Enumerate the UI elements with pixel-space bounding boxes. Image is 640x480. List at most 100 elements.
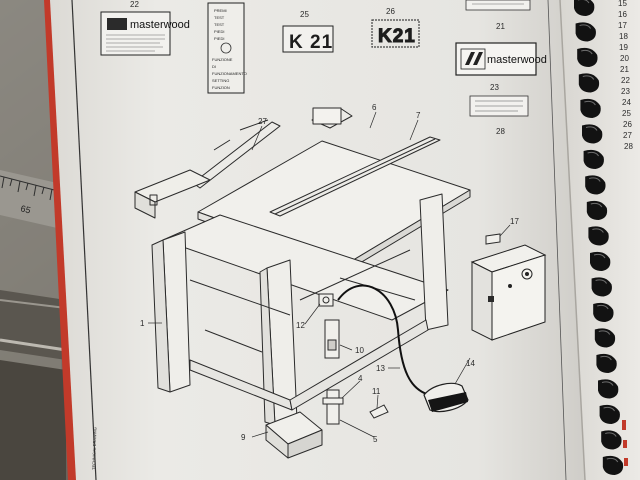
svg-text:65: 65 — [19, 203, 31, 215]
svg-text:FUNZIONAMENTO: FUNZIONAMENTO — [212, 71, 247, 76]
label-plate-22: masterwood — [100, 11, 190, 56]
callout-22: 22 — [130, 0, 139, 9]
svg-text:25: 25 — [622, 109, 631, 118]
binding-ring — [577, 47, 598, 67]
brand-name: masterwood — [130, 19, 190, 31]
leader-lines — [148, 111, 511, 438]
svg-text:PIEDI: PIEDI — [214, 29, 224, 34]
callout-25: 25 — [300, 10, 309, 19]
callout-7: 7 — [416, 111, 421, 120]
callout-6: 6 — [372, 103, 377, 112]
svg-text:K21: K21 — [378, 26, 416, 47]
binding-ring — [594, 328, 616, 348]
svg-text:21: 21 — [620, 65, 629, 74]
binding-ring — [575, 22, 596, 42]
svg-text:TEST: TEST — [214, 22, 225, 27]
label-plate-21 — [465, 0, 531, 11]
binding-ring — [591, 277, 612, 297]
binding-ring-highlight — [603, 406, 616, 412]
callout-13: 13 — [376, 364, 385, 373]
binding-ring — [586, 200, 608, 220]
binding-ring-highlight — [578, 0, 590, 4]
binding-ring-highlight — [590, 202, 603, 208]
foot-pedal-14 — [423, 382, 469, 413]
callout-10: 10 — [355, 346, 364, 355]
binding-ring-highlight — [587, 151, 600, 157]
binding-ring — [596, 353, 617, 373]
binding-ring-highlight — [585, 126, 598, 131]
binding-ring — [580, 98, 601, 118]
label-plate-28 — [469, 95, 529, 117]
svg-text:18: 18 — [619, 32, 628, 41]
binding-ring-highlight — [584, 100, 596, 106]
binding-ring-highlight — [582, 75, 595, 80]
binding-ring — [588, 226, 609, 246]
binding-ring-highlight — [600, 355, 612, 361]
binding-ring-highlight — [605, 432, 617, 437]
callout-11: 11 — [372, 387, 381, 396]
callout-23: 23 — [490, 83, 499, 92]
binding-ring-highlight — [579, 24, 592, 29]
svg-text:26: 26 — [623, 120, 632, 129]
callout-21: 21 — [496, 22, 505, 31]
callout-26: 26 — [386, 7, 395, 16]
cable-13 — [337, 284, 431, 396]
k21-plate-25: K 21 — [282, 25, 334, 53]
svg-text:TECHNICAL DRAWING: TECHNICAL DRAWING — [91, 427, 97, 470]
binding-ring-highlight — [581, 49, 593, 55]
masterwood-plate-23: masterwood — [455, 42, 547, 76]
svg-text:19: 19 — [619, 43, 628, 52]
small-parts — [318, 233, 501, 425]
binding-ring-highlight — [593, 253, 606, 259]
svg-text:K 21: K 21 — [289, 32, 333, 53]
svg-text:SETTING: SETTING — [212, 78, 229, 83]
binding-ring — [601, 430, 622, 450]
control-panel-legend: PREMI TEST TEST PIEDI PIEDI FUNZIONE DI … — [207, 2, 247, 94]
svg-text:28: 28 — [624, 142, 633, 151]
k21-plate-26: K21 — [371, 19, 420, 48]
binding-ring-highlight — [589, 177, 601, 182]
callout-17: 17 — [510, 217, 519, 226]
binding-ring — [585, 175, 606, 195]
machine-drawing — [134, 107, 471, 459]
binding-ring-highlight — [598, 330, 611, 335]
svg-text:27: 27 — [623, 131, 632, 140]
svg-text:16: 16 — [618, 10, 627, 19]
binding-ring-highlight — [595, 279, 608, 284]
svg-text:15: 15 — [618, 0, 627, 8]
svg-text:FUNZIONE: FUNZIONE — [212, 57, 233, 62]
callout-1: 1 — [140, 319, 145, 328]
callout-12: 12 — [296, 321, 305, 330]
binding-ring — [578, 73, 600, 93]
svg-text:17: 17 — [618, 21, 627, 30]
svg-text:TEST: TEST — [214, 15, 225, 20]
binding-ring — [602, 455, 624, 475]
callout-5: 5 — [373, 435, 378, 444]
binding-ring — [583, 149, 604, 169]
binding-ring — [574, 0, 595, 16]
svg-text:22: 22 — [621, 76, 630, 85]
svg-text:23: 23 — [621, 87, 630, 96]
binding-ring — [590, 251, 611, 271]
svg-text:FUNZION: FUNZION — [212, 85, 230, 90]
binding-ring-highlight — [592, 228, 604, 233]
svg-text:PREMI: PREMI — [214, 8, 227, 13]
binding-ring — [593, 302, 614, 322]
binding-ring — [598, 379, 619, 399]
callout-27: 27 — [258, 117, 267, 126]
spiral-binding — [574, 0, 624, 475]
svg-text:PIEDI: PIEDI — [214, 36, 224, 41]
callout-9: 9 — [241, 433, 246, 442]
binding-ring-highlight — [601, 381, 614, 386]
callout-14: 14 — [466, 359, 475, 368]
svg-text:DI: DI — [212, 64, 216, 69]
binding-ring-highlight — [597, 304, 609, 310]
svg-text:24: 24 — [622, 98, 631, 107]
callout-4: 4 — [358, 374, 363, 383]
callout-28: 28 — [496, 127, 505, 136]
control-box — [470, 244, 547, 341]
binding-ring — [599, 404, 620, 424]
ruler-scale — [0, 175, 63, 201]
